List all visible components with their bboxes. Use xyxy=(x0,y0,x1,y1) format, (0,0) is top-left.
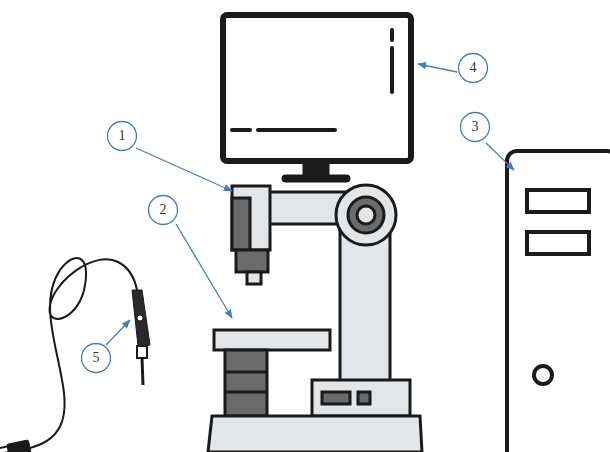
leader-arrows xyxy=(106,64,514,345)
callout-ring xyxy=(108,122,137,151)
callout-ring xyxy=(461,113,490,142)
callout-ring xyxy=(459,54,488,83)
monitor xyxy=(223,15,411,182)
leader-line xyxy=(106,320,130,345)
callout-number: 5 xyxy=(93,351,100,365)
callout-circle: 1 xyxy=(106,120,138,152)
leader-line xyxy=(418,64,457,72)
callout-number: 1 xyxy=(119,129,126,143)
leader-line xyxy=(136,148,232,191)
microscope xyxy=(208,185,422,452)
leader-line xyxy=(486,143,514,170)
leader-line xyxy=(176,224,232,318)
callout-ring xyxy=(82,344,111,373)
callout-number: 4 xyxy=(470,61,477,75)
callout-number: 3 xyxy=(472,120,479,134)
callout-circle: 2 xyxy=(147,194,179,226)
soldering-iron xyxy=(0,258,150,452)
callout-ring xyxy=(149,196,178,225)
callout-number: 2 xyxy=(160,203,167,217)
computer-tower xyxy=(507,151,610,452)
callout-circle: 4 xyxy=(457,52,489,84)
callout-circle: 5 xyxy=(80,342,112,374)
callout-circle: 3 xyxy=(459,111,491,143)
